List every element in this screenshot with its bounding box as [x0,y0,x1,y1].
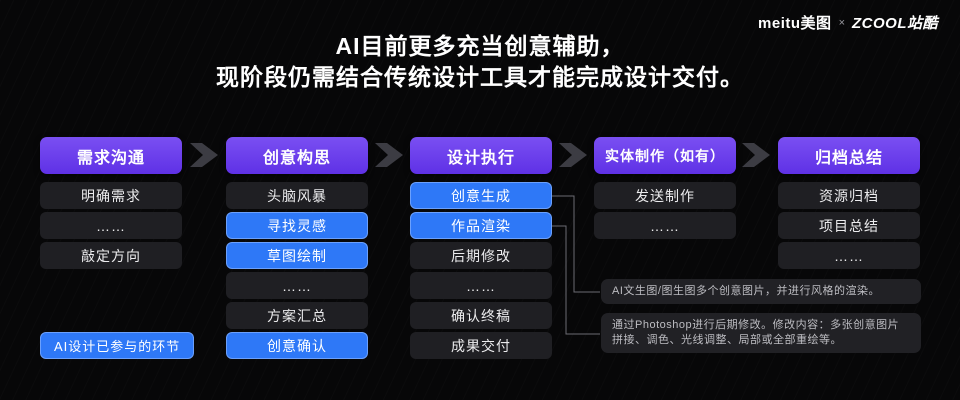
flow-step-ai: 创意生成 [410,182,552,209]
flow-step: 方案汇总 [226,302,368,329]
annotation-card: 通过Photoshop进行后期修改。修改内容：多张创意图片拼接、调色、光线调整、… [601,313,921,353]
legend-ai-badge: AI设计已参与的环节 [40,332,195,359]
flow-step: 项目总结 [778,212,920,239]
flow-step: 成果交付 [410,332,552,359]
flow-step-ai: 草图绘制 [226,242,368,269]
flow-step: 发送制作 [594,182,736,209]
flow-step: 后期修改 [410,242,552,269]
flow-step-ai: 寻找灵感 [226,212,368,239]
title-line-2: 现阶段仍需结合传统设计工具才能完成设计交付。 [216,64,744,90]
flow-step: 资源归档 [778,182,920,209]
flow-step: 头脑风暴 [226,182,368,209]
flow-step-ellipsis: …… [226,272,368,299]
flow-stage-header: 实体制作（如有） [594,137,736,174]
flow-step: 敲定方向 [40,242,182,269]
flow-arrow-icon [375,143,403,167]
flow-arrow-icon [190,143,218,167]
flow-column-execution: 设计执行 创意生成 作品渲染 后期修改 …… 确认终稿 成果交付 [410,137,552,359]
flow-step-ellipsis: …… [778,242,920,269]
flow-column-production: 实体制作（如有） 发送制作 …… [594,137,736,239]
flow-arrow-icon [742,143,770,167]
brand-separator: × [838,16,845,29]
flow-column-archive: 归档总结 资源归档 项目总结 …… [778,137,920,269]
flow-step-ellipsis: …… [40,212,182,239]
flow-step: 确认终稿 [410,302,552,329]
title-line-1: AI目前更多充当创意辅助， [335,33,625,59]
meitu-logo: meitu美图 [758,15,832,32]
flow-stage-header: 归档总结 [778,137,920,174]
flow-column-ideation: 创意构思 头脑风暴 寻找灵感 草图绘制 …… 方案汇总 创意确认 [226,137,368,359]
flow-column-requirements: 需求沟通 明确需求 …… 敲定方向 [40,137,182,269]
annotation-card: AI文生图/图生图多个创意图片，并进行风格的渲染。 [601,279,921,304]
zcool-logo: ZCOOL站酷 [852,15,938,32]
page-title: AI目前更多充当创意辅助， 现阶段仍需结合传统设计工具才能完成设计交付。 [0,31,960,93]
flow-step-ai: 作品渲染 [410,212,552,239]
flow-step-ellipsis: …… [594,212,736,239]
flow-stage-header: 需求沟通 [40,137,182,174]
flow-arrow-icon [559,143,587,167]
brand-lockup: meitu美图 × ZCOOL站酷 [758,12,938,33]
flow-step: 明确需求 [40,182,182,209]
flow-step-ai: 创意确认 [226,332,368,359]
flow-stage-header: 创意构思 [226,137,368,174]
flow-step-ellipsis: …… [410,272,552,299]
flow-stage-header: 设计执行 [410,137,552,174]
